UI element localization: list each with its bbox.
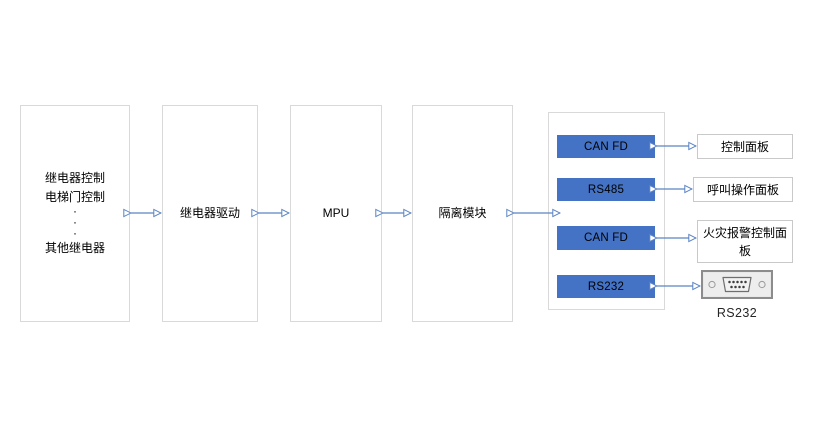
bus-chip-label: RS485 [587,183,625,196]
bus-chip-rs232[interactable]: RS232 [557,275,655,298]
peripheral-label: 呼叫操作面板 [706,182,779,197]
db9-connector-caption: RS232 [716,306,758,320]
bus-chip-label: CAN FD [583,232,628,244]
db9-connector-icon [700,269,774,300]
bus-chip-label: CAN FD [583,140,628,153]
block-isolation-module[interactable]: 隔离模块 [412,105,513,322]
peripheral-fire-alarm-control-panel[interactable]: 火灾报警控制面板 [697,220,793,263]
relay-sources-dot-3: · [73,226,77,241]
peripheral-control-panel[interactable]: 控制面板 [697,134,793,159]
bus-chip-label: RS232 [587,280,625,293]
db9-connector-svg [700,269,774,300]
relay-sources-dot-2: · [73,215,77,230]
block-relay-sources[interactable]: 继电器控制 电梯门控制 · · · 其他继电器 [20,105,130,322]
relay-sources-line-last: 其他继电器 [44,241,105,256]
bus-chip-rs485[interactable]: RS485 [557,178,655,201]
relay-sources-line-1: 继电器控制 [44,171,105,186]
block-relay-driver-label: 继电器驱动 [179,206,240,221]
peripheral-label: 控制面板 [720,139,769,154]
relay-sources-line-2: 电梯门控制 [44,189,105,204]
block-relay-driver[interactable]: 继电器驱动 [162,105,258,322]
relay-sources-text: 继电器控制 电梯门控制 · · · 其他继电器 [21,169,129,258]
peripheral-call-operation-panel[interactable]: 呼叫操作面板 [693,177,793,202]
block-isolation-module-label: 隔离模块 [438,206,487,221]
bus-chip-can-fd-1[interactable]: CAN FD [557,135,655,158]
block-mpu-label: MPU [322,206,350,221]
bus-chip-can-fd-2[interactable]: CAN FD [557,226,655,250]
relay-sources-dot-1: · [73,204,77,219]
block-mpu[interactable]: MPU [290,105,382,322]
peripheral-label: 火灾报警控制面板 [702,225,787,258]
